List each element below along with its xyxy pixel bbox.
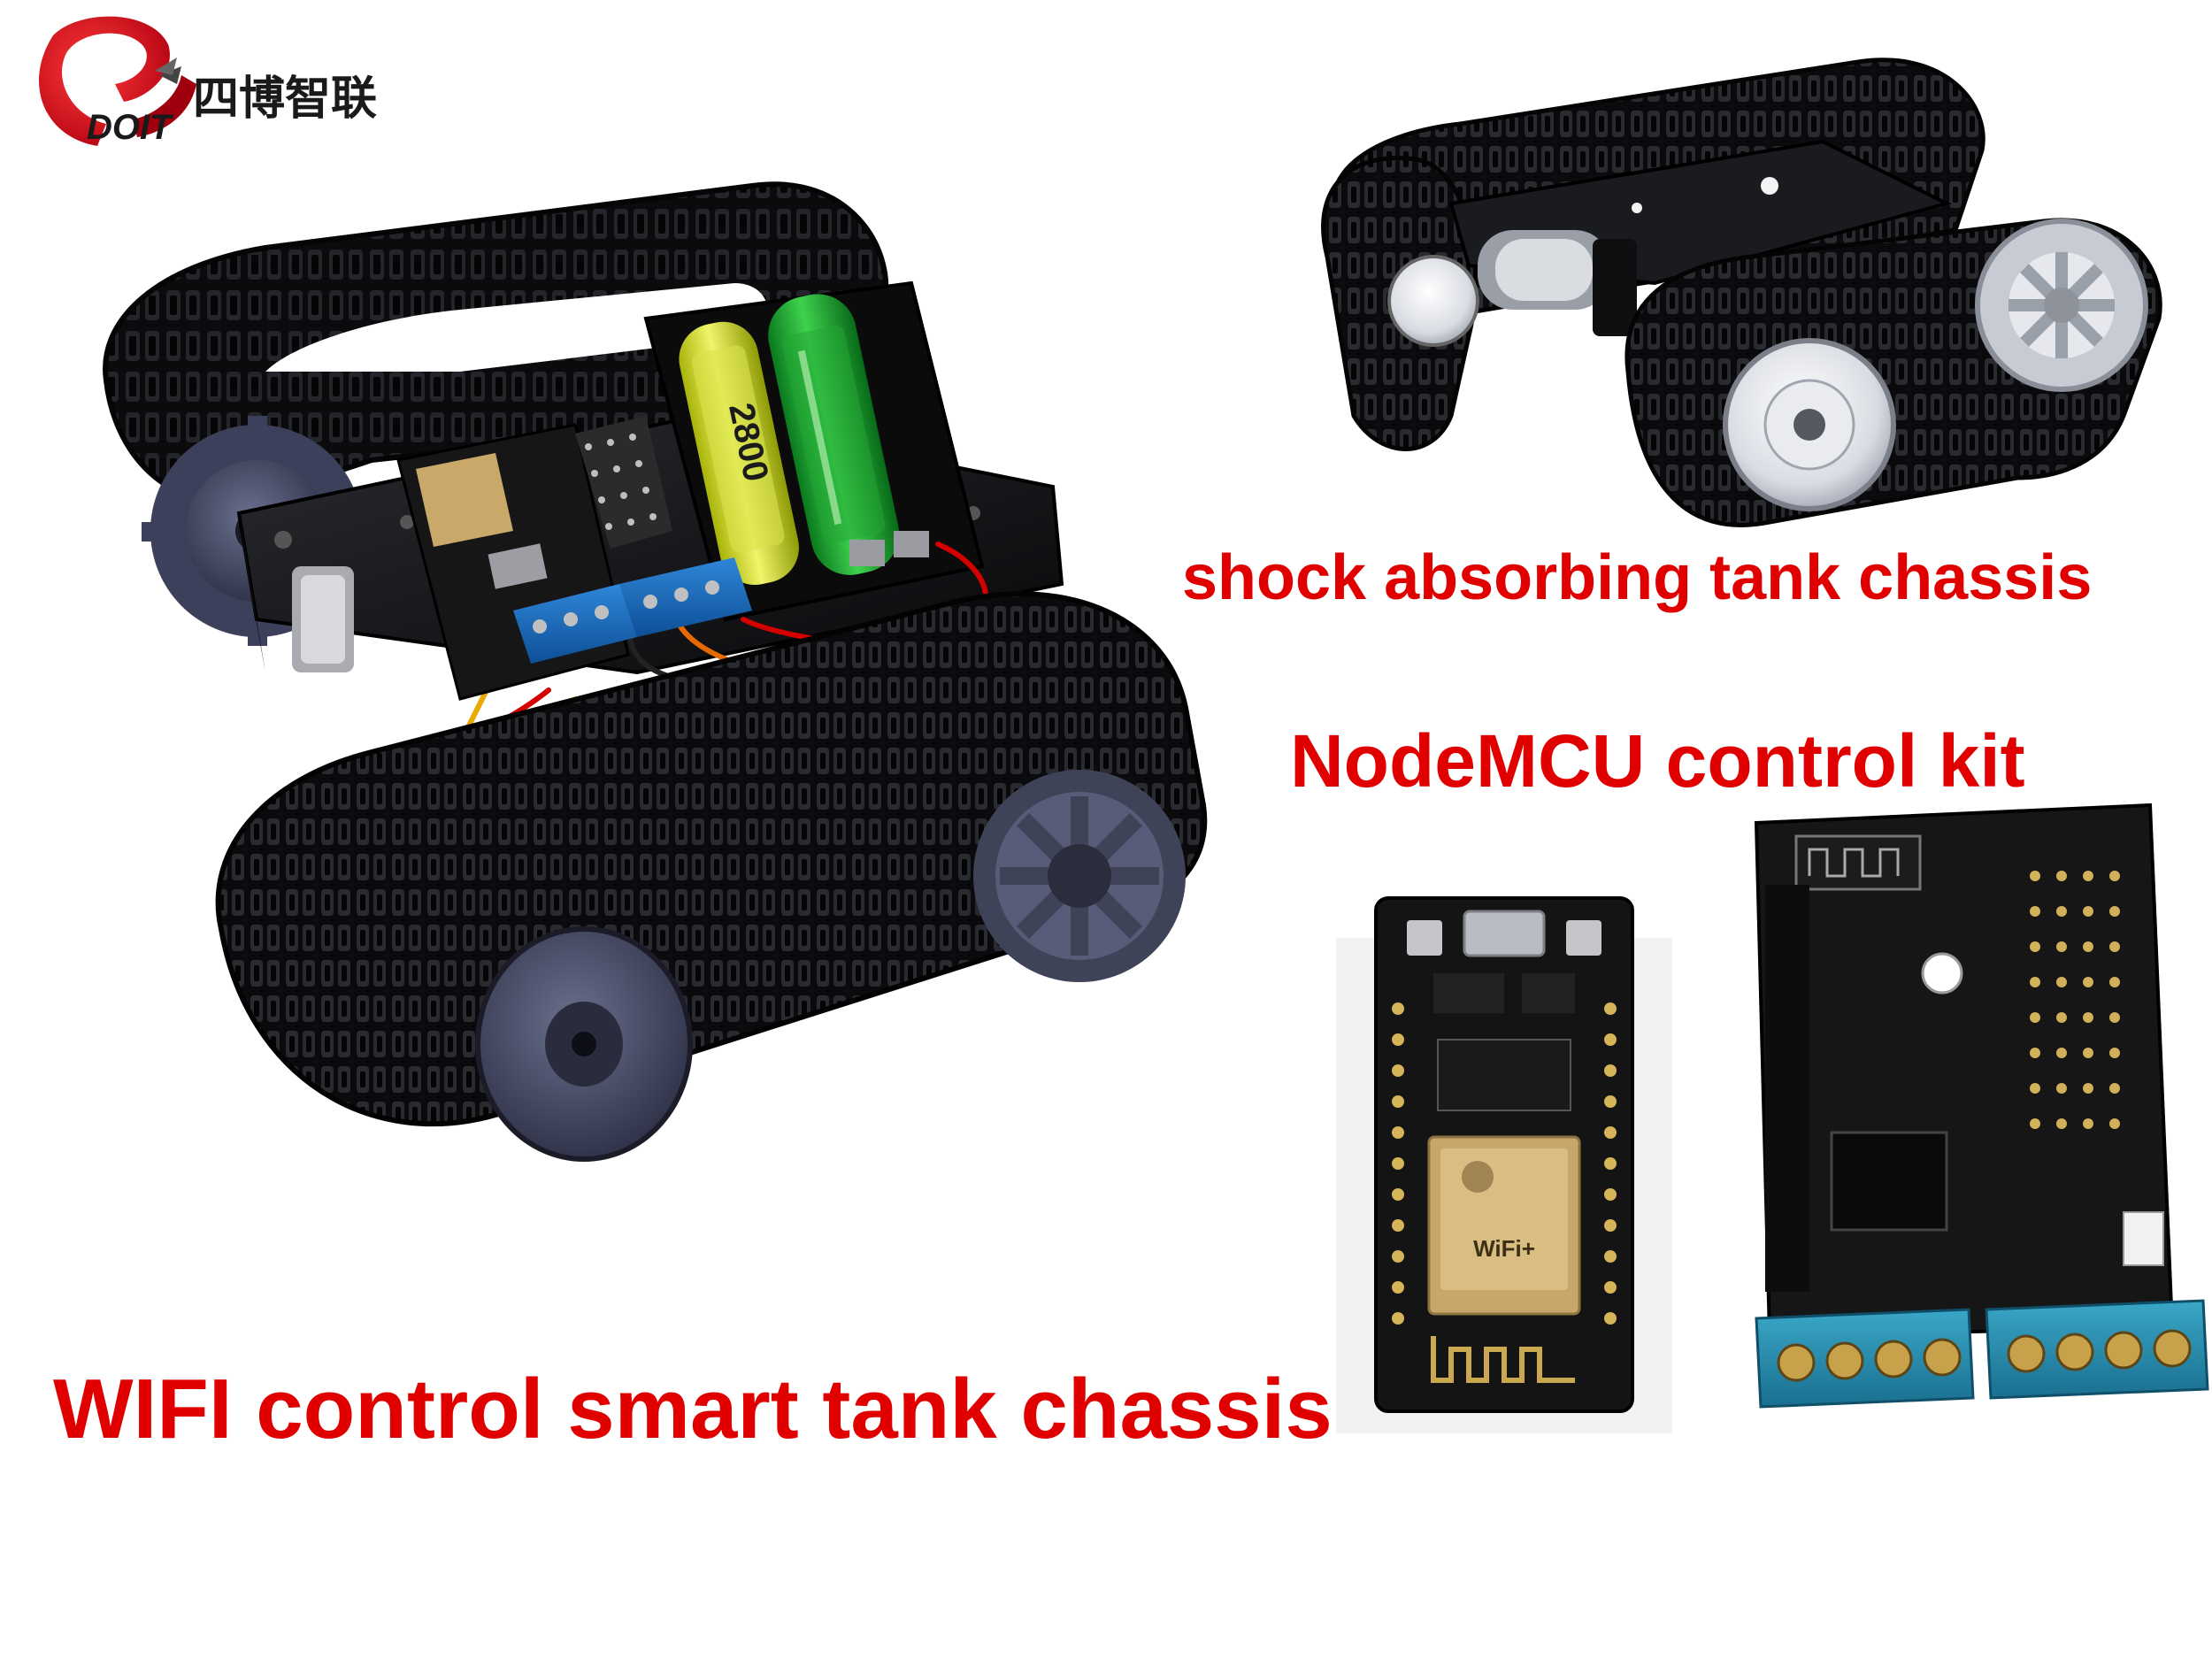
- brand-name: 四博智联: [193, 73, 378, 126]
- logo-wordmark: DOIT: [87, 108, 172, 147]
- wifi-chip-label: WiFi+: [1473, 1235, 1535, 1262]
- caption-nodemcu-kit: NodeMCU control kit: [1290, 719, 2025, 803]
- front-sprocket: [973, 770, 1186, 982]
- caption-shock-absorbing: shock absorbing tank chassis: [1182, 542, 2093, 613]
- front-road-wheel: [475, 926, 693, 1162]
- caption-wifi-tank: WIFI control smart tank chassis: [53, 1362, 1333, 1456]
- battery-holder: 2800: [643, 280, 985, 622]
- logo-emblem-icon: [39, 16, 196, 146]
- shock-tank-wheel: [1723, 338, 1896, 511]
- mounted-nodemcu: [396, 416, 752, 701]
- shock-tank-sprocket: [1975, 219, 2148, 392]
